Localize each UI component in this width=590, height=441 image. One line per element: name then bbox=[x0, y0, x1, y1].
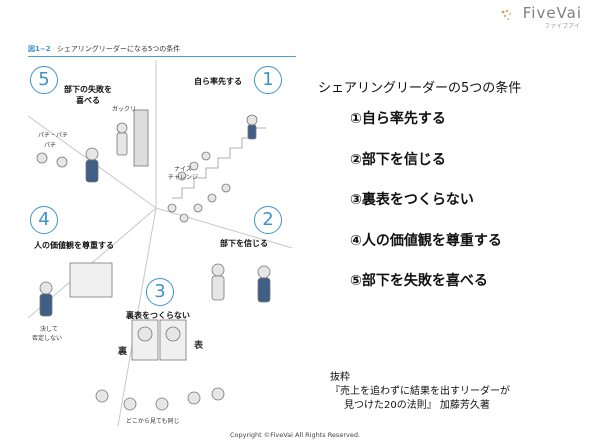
note-nice-challenge: ナイス チャレンジ bbox=[168, 166, 198, 181]
condition-item-4: ④人の価値観を尊重する bbox=[350, 232, 502, 249]
logo-brand: FiveVai bbox=[522, 4, 582, 22]
segment-3-label: 裏表をつくらない bbox=[126, 311, 190, 320]
people-sketches bbox=[36, 109, 271, 411]
fivevai-logo: FiveVai ファイブアイ bbox=[500, 4, 582, 30]
segment-4-number: 4 bbox=[30, 206, 58, 234]
note-omote: 表 bbox=[194, 341, 204, 351]
segment-2-label: 部下を信じる bbox=[220, 239, 268, 248]
dots-logo-icon bbox=[501, 9, 511, 20]
illustration-svg bbox=[27, 60, 293, 427]
segment-5-number: 5 bbox=[30, 66, 58, 94]
source-line-1: 『売上を追わずに結果を出すリーダーが bbox=[330, 386, 510, 397]
figure-title-rule bbox=[28, 56, 296, 57]
condition-item-3: ③裏表をつくらない bbox=[350, 192, 474, 208]
note-kesshite: 決して bbox=[40, 326, 58, 333]
source-line-2: 見つけた20の法則』 加藤芳久著 bbox=[344, 400, 490, 411]
logo-subtitle: ファイブアイ bbox=[544, 23, 580, 30]
note-gakkari: ガックリ bbox=[112, 106, 137, 113]
segment-2-number: 2 bbox=[254, 206, 282, 234]
condition-item-1: ①自ら率先する bbox=[350, 111, 446, 127]
condition-item-2: ②部下を信じる bbox=[350, 151, 446, 168]
segment-4-label: 人の価値観を尊重する bbox=[34, 241, 114, 250]
note-pachi-pachi: パチ・パチ bbox=[38, 132, 69, 139]
segment-5-label: 部下の失敗を 喜べる bbox=[64, 85, 112, 105]
source-label: 抜粋 bbox=[330, 372, 350, 383]
note-pachi: パチ bbox=[44, 142, 57, 149]
conditions-list: ①自ら率先する ②部下を信じる ③裏表をつくらない ④人の価値観を尊重する ⑤部… bbox=[350, 108, 502, 311]
condition-item-5: ⑤部下を失敗を喜べる bbox=[350, 273, 488, 289]
page-heading: シェアリングリーダーの5つの条件 bbox=[318, 81, 522, 96]
segment-1-number: 1 bbox=[254, 66, 282, 94]
note-ura: 裏 bbox=[118, 347, 128, 357]
five-conditions-illustration: 5 1 4 2 3 部下の失敗を 喜べる 自ら率先する 人の価値観を尊重する 部… bbox=[22, 58, 298, 428]
segment-1-label: 自ら率先する bbox=[194, 77, 242, 86]
segment-3-number: 3 bbox=[146, 278, 174, 306]
source-citation: 抜粋 『売上を追わずに結果を出すリーダーが 見つけた20の法則』 加藤芳久著 bbox=[330, 371, 510, 413]
figure-title-text: シェアリングリーダーになる5つの条件 bbox=[56, 45, 181, 53]
figure-title: 図1−2 シェアリングリーダーになる5つの条件 bbox=[28, 44, 180, 54]
copyright-footer: Copyright ©FiveVai All Rights Reserved. bbox=[229, 431, 361, 439]
note-dokokara: どこから見ても同じ bbox=[126, 418, 180, 425]
note-hitei-shinai: 否定しない bbox=[32, 335, 63, 342]
figure-number: 図1−2 bbox=[28, 45, 51, 53]
